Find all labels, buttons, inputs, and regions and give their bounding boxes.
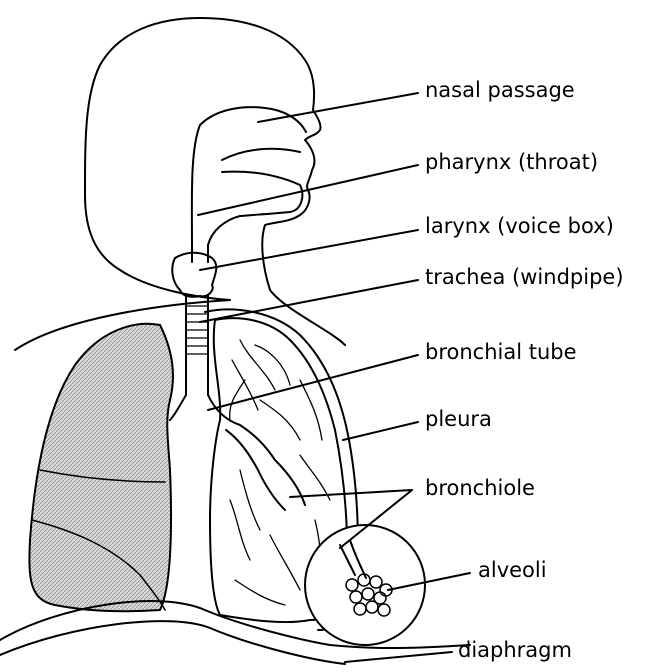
leader-bronchial-tube	[208, 355, 418, 410]
trachea-rings	[186, 306, 208, 354]
palate	[222, 149, 300, 160]
label-bronchiole: bronchiole	[425, 478, 535, 499]
larynx-shape	[172, 253, 216, 297]
label-trachea: trachea (windpipe)	[425, 267, 624, 288]
leader-bronchiole-a	[290, 490, 412, 497]
label-pharynx: pharynx (throat)	[425, 152, 598, 173]
head-outline	[85, 18, 345, 345]
label-alveoli: alveoli	[478, 560, 547, 581]
nasal-cavity	[192, 107, 306, 245]
label-diaphragm: diaphragm	[458, 640, 572, 661]
left-lung	[29, 324, 173, 611]
bronchi	[170, 395, 305, 505]
leader-nasal-passage	[258, 93, 418, 122]
label-larynx: larynx (voice box)	[425, 216, 614, 237]
label-bronchial-tube: bronchial tube	[425, 342, 577, 363]
leader-diaphragm	[345, 652, 452, 662]
leader-pleura	[343, 422, 418, 440]
label-pleura: pleura	[425, 409, 492, 430]
tongue	[208, 172, 302, 245]
alveoli-magnifier	[305, 525, 425, 645]
leader-trachea	[200, 280, 418, 322]
label-nasal-passage: nasal passage	[425, 80, 575, 101]
leader-larynx	[200, 230, 418, 270]
